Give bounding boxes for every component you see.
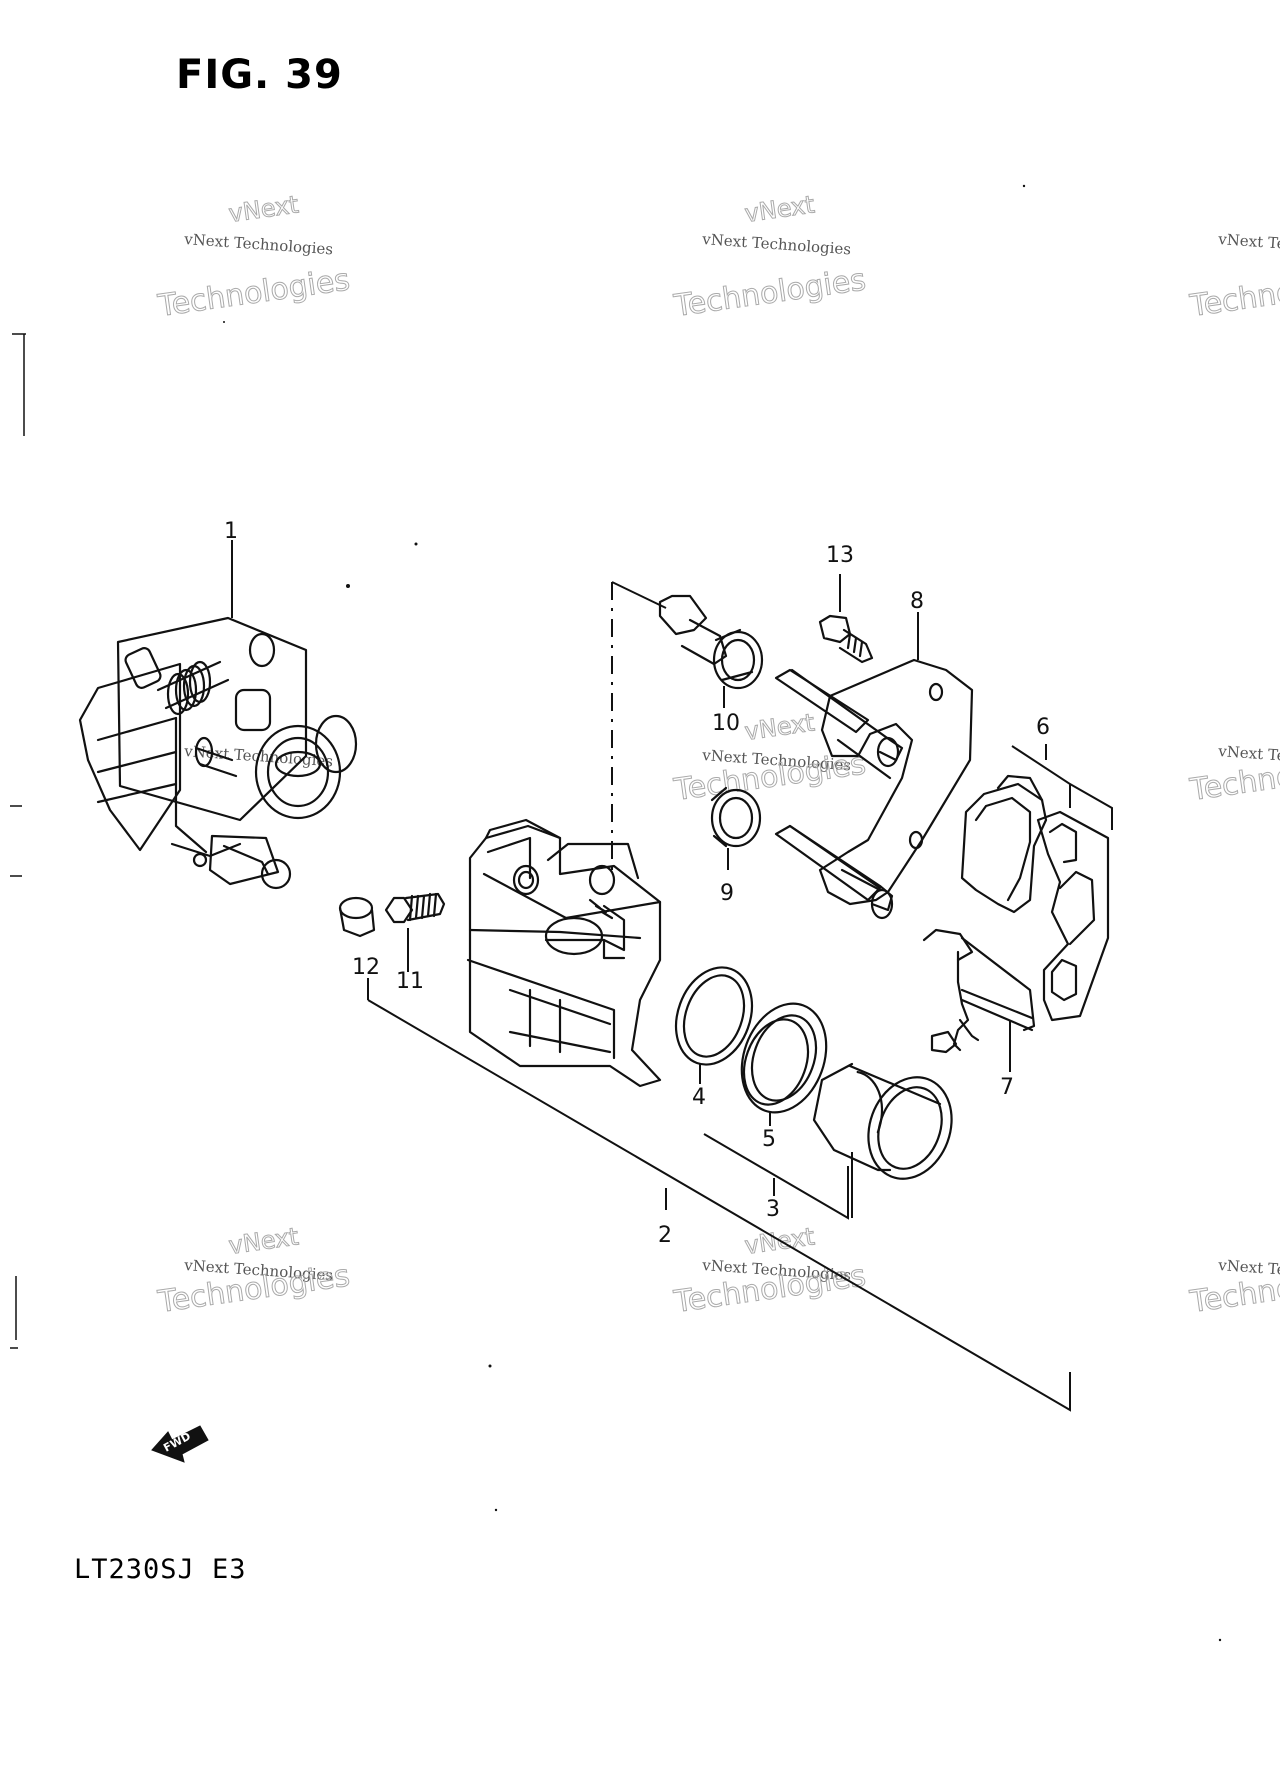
- watermark-line2: Technologies: [155, 262, 352, 324]
- leader-2a: [611, 581, 667, 609]
- figure-title: FIG. 39: [176, 52, 343, 98]
- watermark-line3: vNext: [743, 708, 816, 745]
- bracket-2: [367, 999, 1071, 1412]
- watermark-bottom-right: vNext Technologies Technologies: [1187, 1256, 1280, 1321]
- watermark-line1: vNext Technologies: [183, 230, 334, 258]
- callout-1: 1: [224, 519, 238, 544]
- callout-12: 12: [352, 955, 380, 980]
- callout-3: 3: [766, 1197, 780, 1222]
- watermark-line3: vNext: [227, 190, 300, 227]
- callout-10: 10: [712, 711, 740, 736]
- caliper-bracket: [774, 658, 974, 920]
- callout-7: 7: [1000, 1075, 1014, 1100]
- bracket-6: [1011, 745, 1113, 830]
- pin-boot-upper: [658, 594, 764, 690]
- callout-8: 8: [910, 589, 924, 614]
- caliper-assembly: [78, 616, 358, 890]
- watermark-top-left: vNext vNext Technologies Technologies: [155, 190, 353, 325]
- callout-6: 6: [1036, 715, 1050, 740]
- watermark-line2: Technologies: [1187, 262, 1280, 324]
- dust-seal: [674, 966, 754, 1066]
- forward-arrow-icon: FWD: [151, 1425, 209, 1463]
- bracket-3: [703, 1133, 853, 1220]
- caliper-body: [466, 818, 662, 1088]
- watermark-line3: vNext: [743, 190, 816, 227]
- pad-spring: [922, 928, 1036, 1054]
- callout-4: 4: [692, 1085, 706, 1110]
- mounting-bolt: [818, 614, 874, 664]
- model-code: LT230SJ E3: [74, 1554, 247, 1585]
- callout-13: 13: [826, 543, 854, 568]
- watermark-line1: vNext Technologies: [701, 230, 852, 258]
- callout-5: 5: [762, 1127, 776, 1152]
- scan-marks: [10, 333, 26, 1349]
- watermark-bottom-mid: vNext vNext Technologies Technologies: [671, 1222, 869, 1321]
- pin-boot-lower: [710, 786, 762, 848]
- bleeder-screw: [384, 892, 446, 924]
- watermark-top-mid: vNext vNext Technologies Technologies: [671, 190, 869, 325]
- callout-2: 2: [658, 1223, 672, 1248]
- watermark-top-right: vNext Technologies Technologies: [1187, 230, 1280, 325]
- watermark-mid-center: vNext vNext Technologies Technologies: [671, 708, 869, 809]
- piston-seal: [740, 1002, 828, 1114]
- scan-dots: [223, 184, 1222, 1642]
- watermark-bottom-left: vNext vNext Technologies Technologies: [155, 1222, 353, 1321]
- watermark-line3: vNext: [227, 1222, 300, 1259]
- callout-9: 9: [720, 881, 734, 906]
- bleeder-cap: [338, 896, 376, 938]
- watermark-line1: vNext Technologies: [1217, 230, 1280, 258]
- callout-11: 11: [396, 969, 424, 994]
- piston: [804, 1062, 953, 1180]
- brake-pad-inner: [960, 774, 1048, 914]
- watermark-mid-right: vNext Technologies Technologies: [1187, 742, 1280, 809]
- watermark-line2: Technologies: [671, 262, 868, 324]
- brake-pad-outer: [1036, 810, 1110, 1022]
